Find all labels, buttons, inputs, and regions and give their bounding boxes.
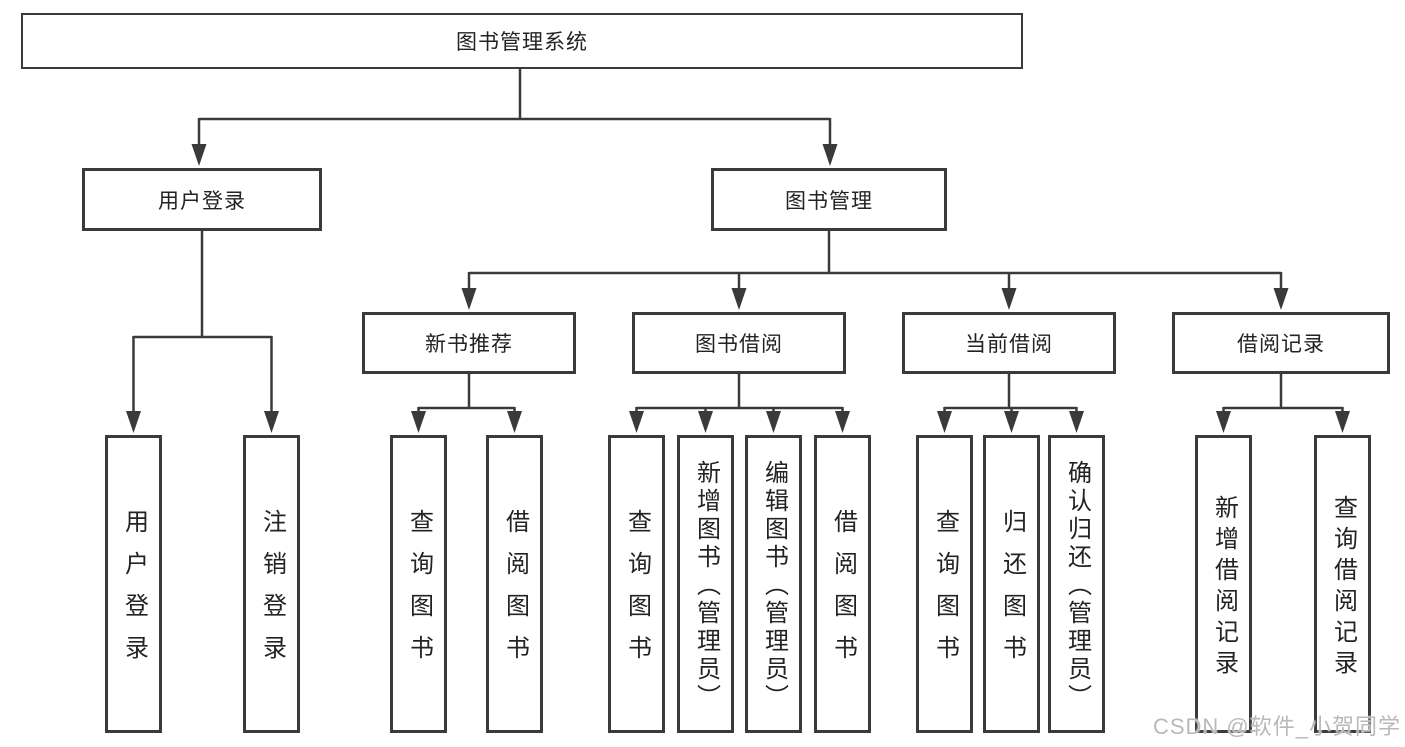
node-label: 图书借阅 <box>695 333 783 356</box>
node-leaf-query-book-current: 查询图书 <box>916 435 973 733</box>
node-label: 新增借阅记录 <box>1210 494 1238 681</box>
node-leaf-query-book-recommend: 查询图书 <box>390 435 447 733</box>
node-leaf-query-borrow-record: 查询借阅记录 <box>1314 435 1371 733</box>
node-leaf-query-book-borrowing: 查询图书 <box>608 435 665 733</box>
node-label: 图书管理 <box>785 189 873 213</box>
node-leaf-borrow-book-borrowing: 借阅图书 <box>814 435 871 733</box>
node-label: 查询图书 <box>931 509 959 677</box>
node-label: 确认归还（管理员） <box>1063 460 1091 712</box>
node-leaf-add-borrow-record: 新增借阅记录 <box>1195 435 1252 733</box>
node-label: 借阅图书 <box>829 509 857 677</box>
node-label: 借阅记录 <box>1237 333 1325 356</box>
node-leaf-borrow-book-recommend: 借阅图书 <box>486 435 543 733</box>
node-book-management: 图书管理 <box>711 168 947 231</box>
node-label: 归还图书 <box>998 509 1026 677</box>
node-label: 查询借阅记录 <box>1329 494 1357 681</box>
node-leaf-edit-book-admin: 编辑图书（管理员） <box>745 435 802 733</box>
node-label: 新增图书（管理员） <box>692 460 720 712</box>
node-label: 新书推荐 <box>425 333 513 356</box>
node-user-login: 用户登录 <box>82 168 322 231</box>
node-label: 借阅图书 <box>501 509 529 677</box>
node-label: 用户登录 <box>158 189 246 213</box>
node-current-borrowing: 当前借阅 <box>902 312 1116 374</box>
watermark: CSDN @软件_小贺同学 <box>1152 714 1401 739</box>
node-leaf-logout: 注销登录 <box>243 435 300 733</box>
node-root: 图书管理系统 <box>21 13 1023 69</box>
node-new-book-recommend: 新书推荐 <box>362 312 576 374</box>
node-borrowing-records: 借阅记录 <box>1172 312 1390 374</box>
node-leaf-add-book-admin: 新增图书（管理员） <box>677 435 734 733</box>
node-label: 当前借阅 <box>965 333 1053 356</box>
node-label: 注销登录 <box>258 509 286 677</box>
node-leaf-user-login: 用户登录 <box>105 435 162 733</box>
node-label: 图书管理系统 <box>456 31 588 54</box>
arrowheads <box>126 144 1350 433</box>
node-label: 用户登录 <box>120 509 148 677</box>
node-leaf-return-book: 归还图书 <box>983 435 1040 733</box>
node-label: 查询图书 <box>623 509 651 677</box>
node-label: 编辑图书（管理员） <box>760 460 788 712</box>
node-label: 查询图书 <box>405 509 433 677</box>
node-book-borrowing: 图书借阅 <box>632 312 846 374</box>
node-leaf-confirm-return-admin: 确认归还（管理员） <box>1048 435 1105 733</box>
